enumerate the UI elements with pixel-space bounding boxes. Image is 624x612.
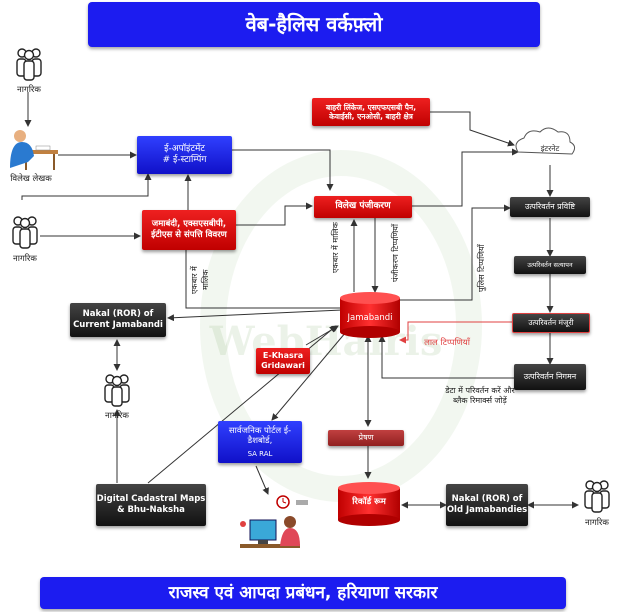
mutation-approval-node: उत्परिवर्तन सत्यापन	[514, 256, 586, 274]
mutation-sanction-node: उत्परिवर्तन मंजूरी	[512, 313, 590, 333]
edge-label-police-remarks: पुलिस टिप्पणियाँ	[477, 244, 486, 292]
edge-label-registration-remarks: पंजीकरण टिप्पणियाँ	[391, 224, 400, 282]
mutation-out-node: उत्परिवर्तन निगमन	[514, 364, 586, 390]
page-footer: राजस्व एवं आपदा प्रबंधन, हरियाणा सरकार	[40, 577, 566, 609]
edge-label-owner-2: एकबार में मालिक	[331, 222, 340, 274]
digital-cadastral-node: Digital Cadastral Maps & Bhu-Naksha	[96, 484, 206, 526]
eappointment-label: ई-अपॉइंटमेंट	[164, 143, 205, 154]
deed-writer-label: विलेख लेखक	[10, 174, 52, 184]
citizen-label: नागरिक	[105, 411, 129, 421]
citizen-icon	[12, 216, 38, 249]
eappointment-node: ई-अपॉइंटमेंट # ई-स्टाम्पिंग	[137, 136, 232, 174]
sarvajanik-portal-node: सार्वजनिक पोर्टल ई-डैशबोर्ड, SA RAL	[218, 421, 302, 463]
citizen-label: नागरिक	[585, 518, 609, 528]
mutation-entry-node: उत्परिवर्तन प्रविष्टि	[510, 197, 590, 217]
nakal-old-node: Nakal (ROR) of Old Jamabandies	[446, 484, 528, 526]
citizen-label: नागरिक	[17, 85, 41, 95]
eappointment-sub-label: # ई-स्टाम्पिंग	[162, 155, 207, 165]
vilekh-panjikaran-node: विलेख पंजीकरण	[314, 196, 412, 218]
jamabandi-checks-node: जमाबंदी, एक्सएसबीपी, ईटीएस से संपत्ति वि…	[142, 210, 236, 250]
citizen-icon	[16, 48, 42, 81]
edge-label-owner-1: एकबार में मालिक	[190, 266, 210, 294]
edge-label-red-remarks: लाल टिप्पणियाँ	[424, 338, 470, 348]
ekhasra-node: E-Khasra Gridawari	[256, 348, 310, 374]
record-room-label: रिकॉर्ड रूम	[352, 497, 386, 507]
edge-label-data-change: डेटा में परिवर्तन करें और ब्लैक रिमार्क्…	[445, 386, 515, 405]
citizen-label: नागरिक	[13, 254, 37, 264]
nakal-current-node: Nakal (ROR) of Current Jamabandi	[70, 303, 166, 337]
preshan-node: प्रेषण	[328, 430, 404, 446]
external-links-node: बाहरी लिंकेज, एसएफएसबी पैन, केवाईसी, एनओ…	[312, 98, 430, 126]
page-title: वेब-हैलिस वर्कफ़्लो	[88, 2, 540, 47]
jamabandi-db-label: Jamabandi	[347, 313, 393, 323]
citizen-icon	[104, 374, 130, 407]
citizen-icon	[584, 480, 610, 513]
internet-label: इंटरनेट	[540, 144, 560, 153]
